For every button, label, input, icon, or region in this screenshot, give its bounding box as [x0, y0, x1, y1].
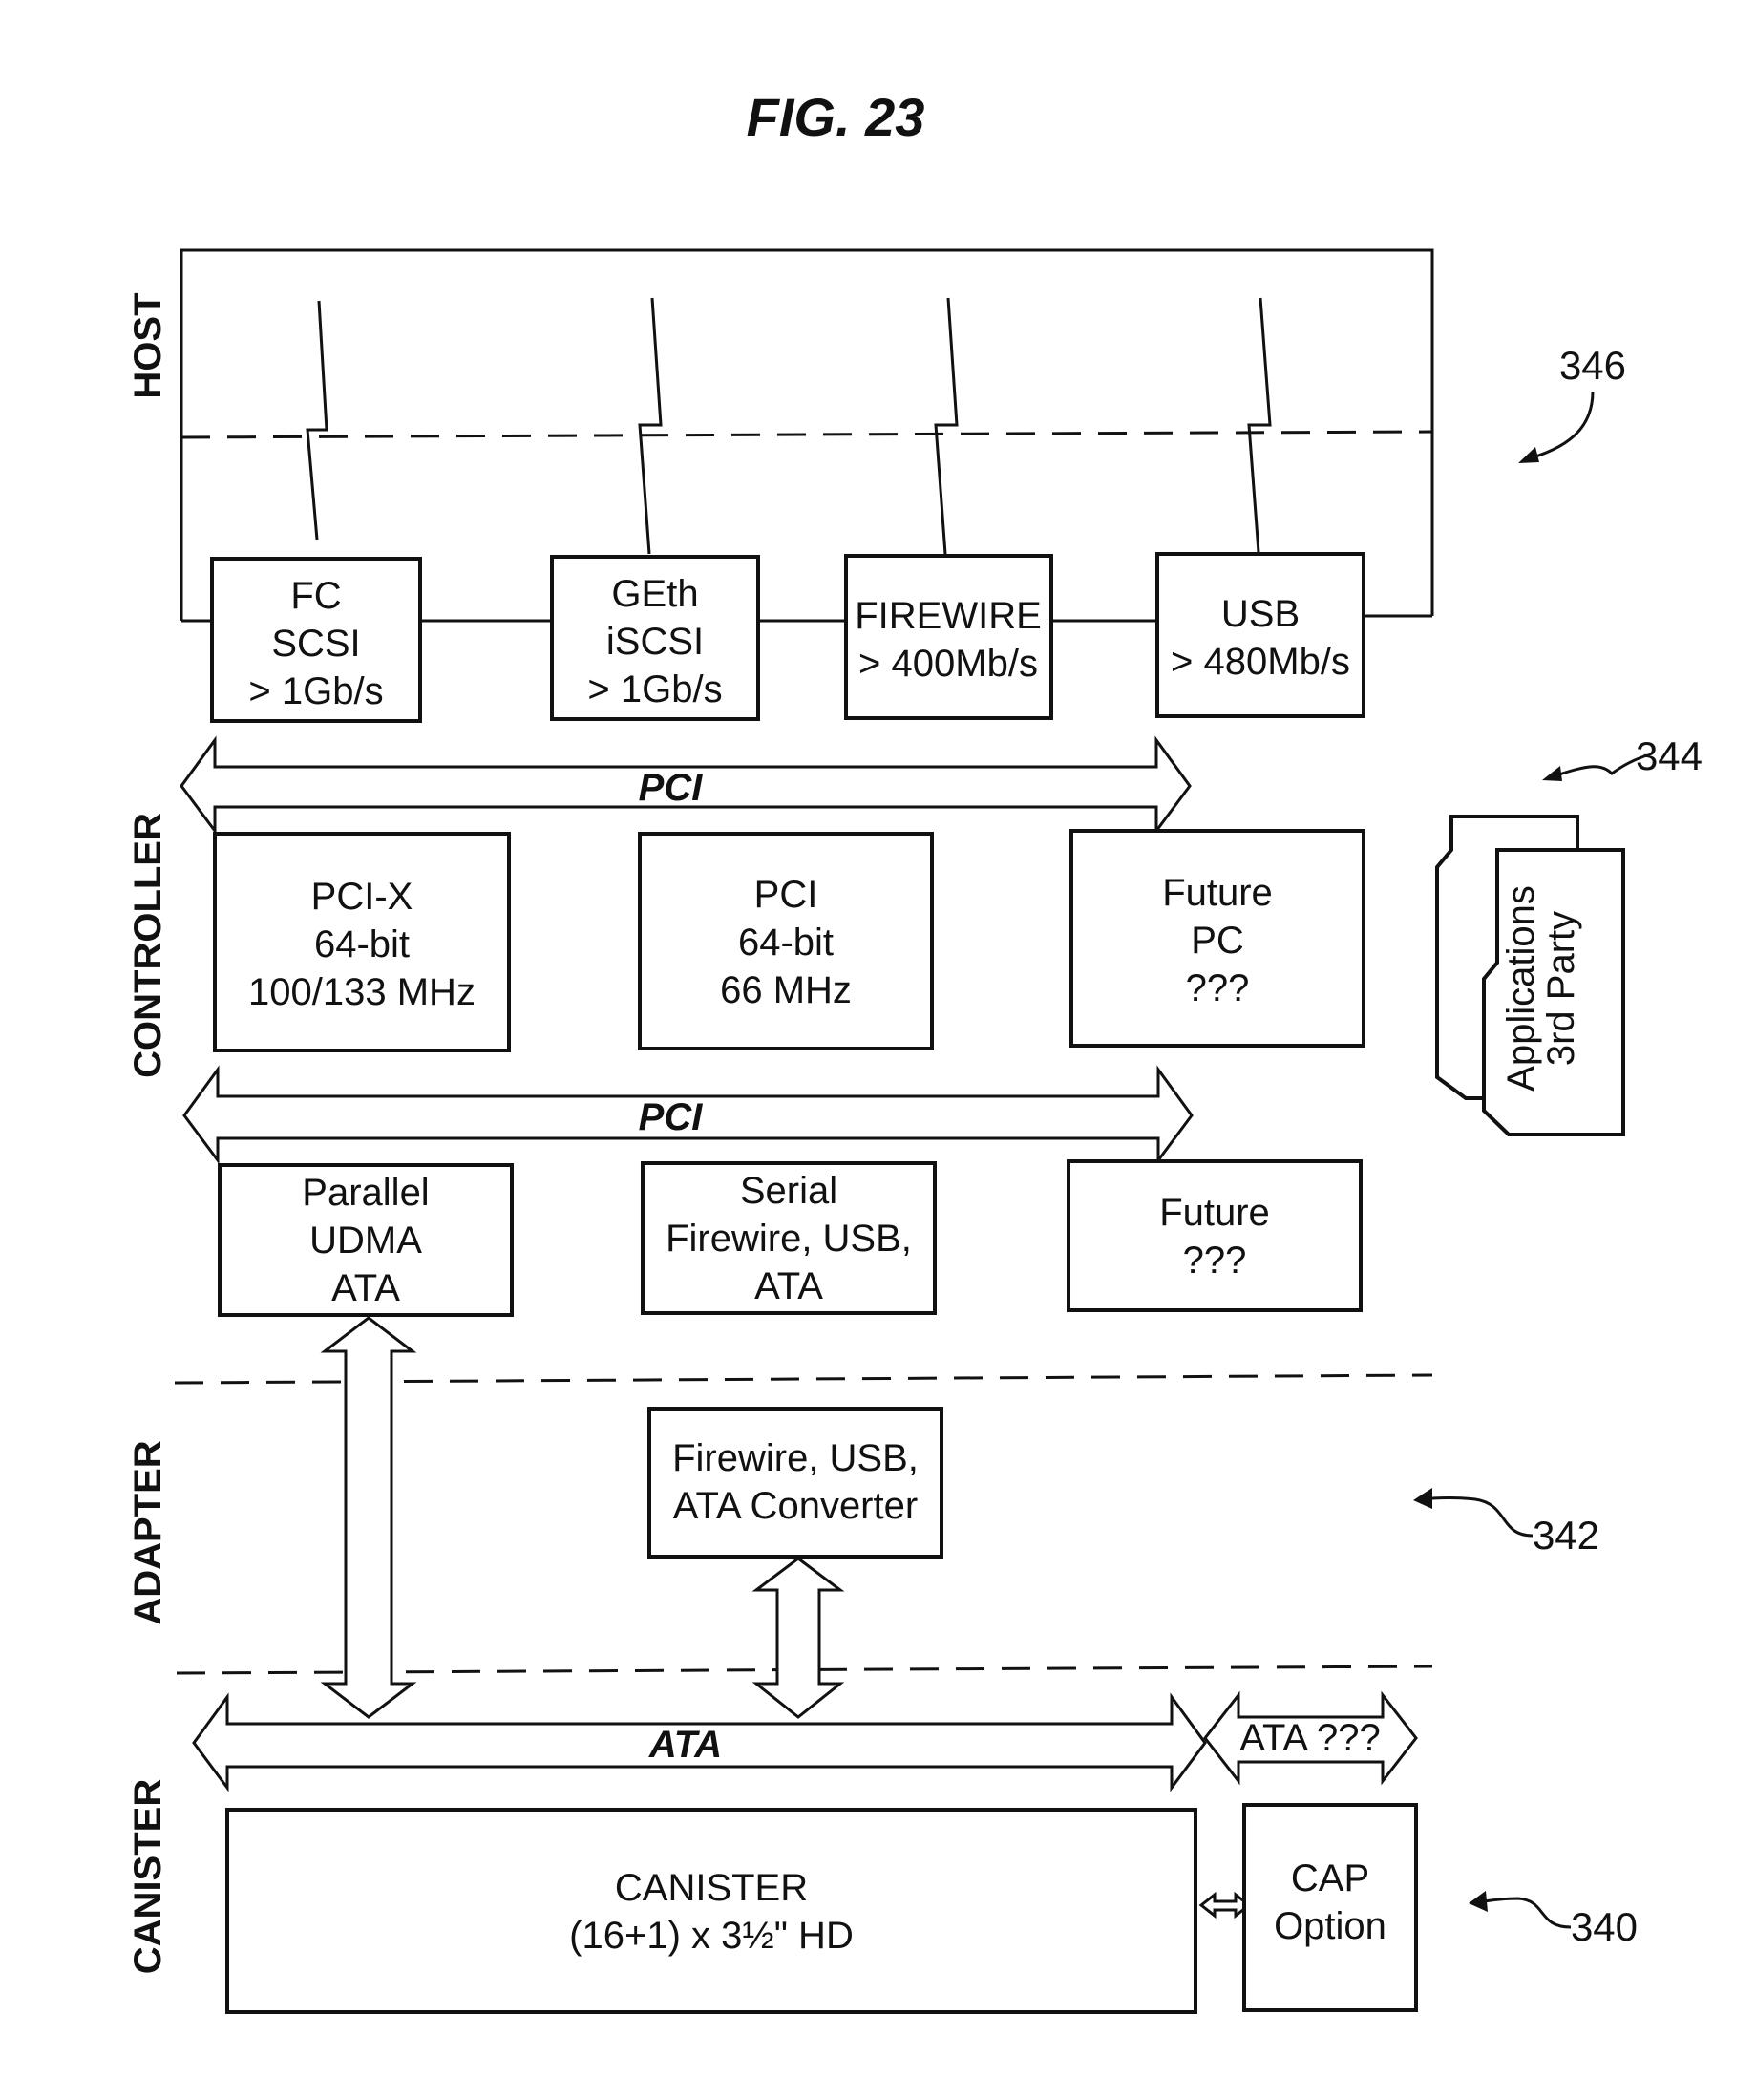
- pci-bus-bottom-arrow: [182, 1065, 1194, 1165]
- box-line: 66 MHz: [720, 969, 852, 1011]
- interface-box-parallel: Parallel UDMA ATA: [218, 1163, 514, 1317]
- box-line: CANISTER: [615, 1867, 808, 1909]
- pci-bus-top-label: PCI: [639, 767, 704, 809]
- canister-box: CANISTER (16+1) x 3½" HD: [225, 1808, 1197, 2014]
- host-box-geth: GEth iSCSI > 1Gb/s: [550, 555, 760, 721]
- reference-number-340: 340: [1571, 1904, 1638, 1949]
- controller-box-pci: PCI 64-bit 66 MHz: [638, 832, 934, 1050]
- lightning-link-icon: [934, 297, 959, 555]
- box-line: 100/133 MHz: [248, 971, 476, 1013]
- layer-label-host: HOST: [127, 292, 169, 398]
- host-boundary-dashed-line: [180, 430, 1433, 439]
- box-line: (16+1) x 3½" HD: [569, 1915, 854, 1957]
- box-line: PC: [1191, 920, 1244, 962]
- layer-label-adapter: ADAPTER: [127, 1440, 169, 1624]
- cap-option-box: CAP Option: [1242, 1803, 1418, 2012]
- box-line: FC: [290, 575, 341, 617]
- ata-option-bus-arrow: [1203, 1690, 1418, 1786]
- box-line: Future: [1159, 1192, 1270, 1234]
- figure-title: FIG. 23: [747, 87, 925, 147]
- applications-label: Applications: [1500, 885, 1542, 1092]
- reference-number-344: 344: [1636, 733, 1703, 778]
- controller-layer: CONTROLLER PCI PCI-X 64-bit 100/133 MHz …: [127, 733, 1703, 1317]
- box-line: 64-bit: [738, 922, 834, 964]
- applications-3rd-party: Applications 3rd Party: [1435, 815, 1625, 1136]
- box-line: > 400Mb/s: [858, 643, 1038, 685]
- box-line: Serial: [740, 1170, 837, 1212]
- interface-box-serial: Serial Firewire, USB, ATA: [641, 1161, 937, 1315]
- pci-bus-top-arrow: [180, 735, 1192, 836]
- reference-number-342: 342: [1533, 1513, 1599, 1558]
- adapter-converter-box: Firewire, USB, ATA Converter: [647, 1407, 943, 1559]
- canister-cap-link-arrow: [1198, 1891, 1252, 1920]
- box-line: PCI: [754, 874, 818, 916]
- box-line: USB: [1221, 593, 1300, 635]
- box-line: > 1Gb/s: [587, 668, 722, 711]
- lightning-link-icon: [1247, 297, 1272, 553]
- converter-ata-link-arrow: [751, 1557, 845, 1719]
- box-line: ???: [1183, 1240, 1247, 1282]
- box-line: 64-bit: [314, 923, 410, 965]
- box-line: ???: [1186, 967, 1250, 1009]
- layer-label-canister: CANISTER: [127, 1779, 169, 1975]
- box-line: Future: [1162, 872, 1273, 914]
- reference-leader-342: [1422, 1496, 1534, 1538]
- box-line: PCI-X: [311, 876, 413, 918]
- box-line: Option: [1274, 1905, 1386, 1947]
- ata-bus-label: ATA: [648, 1724, 722, 1766]
- controller-box-pcix: PCI-X 64-bit 100/133 MHz: [213, 832, 511, 1052]
- reference-leader-340: [1477, 1897, 1572, 1929]
- layer-label-controller: CONTROLLER: [127, 813, 169, 1078]
- ata-bus-arrow: [192, 1692, 1207, 1792]
- box-line: CAP: [1291, 1857, 1369, 1899]
- box-line: ATA: [754, 1265, 823, 1307]
- canister-layer: CANISTER ATA ATA ??? CANISTER (16+1) x 3…: [127, 1690, 1638, 2014]
- reference-arrowhead-icon: [1469, 1891, 1488, 1912]
- box-line: iSCSI: [606, 621, 704, 663]
- host-layer: HOST FC SCSI > 1Gb/s GEth iSCSI > 1Gb/s: [127, 248, 1626, 723]
- box-line: Parallel: [302, 1172, 429, 1214]
- box-line: > 480Mb/s: [1171, 641, 1350, 683]
- interface-box-future: Future ???: [1067, 1159, 1363, 1312]
- controller-box-future-pc: Future PC ???: [1069, 829, 1365, 1048]
- reference-arrowhead-icon: [1413, 1488, 1432, 1509]
- reference-leader-344: [1555, 754, 1645, 777]
- box-line: SCSI: [271, 623, 360, 665]
- box-line: UDMA: [309, 1220, 422, 1262]
- pci-bus-bottom-label: PCI: [639, 1096, 704, 1138]
- parallel-ata-link-arrow: [320, 1316, 417, 1719]
- ata-option-bus-label: ATA ???: [1239, 1717, 1381, 1759]
- box-line: Firewire, USB,: [666, 1218, 912, 1260]
- box-line: FIREWIRE: [855, 595, 1042, 637]
- lightning-link-icon: [306, 300, 328, 541]
- box-line: GEth: [611, 573, 698, 615]
- applications-label: 3rd Party: [1540, 911, 1582, 1066]
- box-line: > 1Gb/s: [248, 670, 383, 712]
- reference-arrowhead-icon: [1518, 447, 1539, 463]
- lightning-link-icon: [638, 297, 663, 555]
- box-line: ATA: [331, 1267, 400, 1309]
- host-box-firewire: FIREWIRE > 400Mb/s: [844, 554, 1053, 720]
- box-line: Firewire, USB,: [672, 1437, 919, 1479]
- host-box-usb: USB > 480Mb/s: [1155, 552, 1365, 718]
- reference-number-346: 346: [1559, 343, 1626, 388]
- reference-arrowhead-icon: [1542, 766, 1562, 781]
- box-line: ATA Converter: [673, 1485, 918, 1527]
- host-box-fc: FC SCSI > 1Gb/s: [210, 557, 422, 723]
- applications-front-card: [1482, 848, 1625, 1136]
